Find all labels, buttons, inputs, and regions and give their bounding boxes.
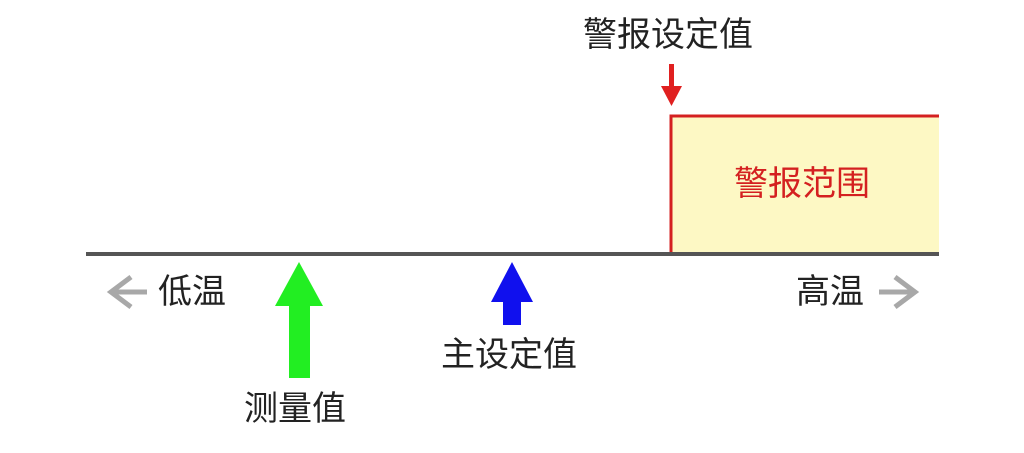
alarm-setpoint-pointer-icon — [661, 64, 682, 106]
alarm-range-box — [671, 116, 939, 254]
alarm-range-label: 警报范围 — [734, 164, 870, 204]
arrow-left-icon — [106, 275, 147, 309]
low-temp-label: 低温 — [158, 272, 226, 312]
alarm-range-border — [669, 114, 939, 254]
main-setpoint-label: 主设定值 — [441, 335, 577, 375]
main-setpoint-arrow-icon — [491, 262, 533, 325]
measured-value-label: 测量值 — [244, 389, 346, 429]
high-temp-label: 高温 — [796, 272, 864, 312]
alarm-setpoint-label: 警报设定值 — [583, 15, 753, 55]
measured-value-arrow-icon — [275, 262, 323, 378]
arrow-right-icon — [879, 275, 920, 309]
